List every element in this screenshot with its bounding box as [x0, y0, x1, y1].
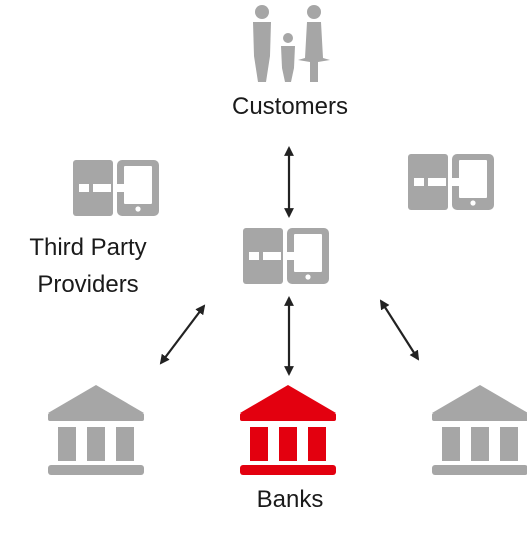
family-icon — [253, 5, 330, 82]
bank-icon-right — [432, 385, 527, 475]
third-party-label-line1: Third Party — [29, 234, 147, 261]
tpp-app-icon-right — [408, 154, 494, 210]
customers-label: Customers — [231, 93, 349, 120]
third-party-label-line2: Providers — [37, 271, 139, 298]
tpp-app-icon-left — [73, 160, 159, 216]
arrow-tpp-bank-left — [159, 304, 206, 365]
banks-label: Banks — [256, 486, 324, 513]
arrow-tpp-bank-right — [379, 299, 420, 361]
tpp-app-icon-center — [243, 228, 329, 284]
bank-icon-left — [48, 385, 144, 475]
bank-icon-center — [240, 385, 336, 475]
